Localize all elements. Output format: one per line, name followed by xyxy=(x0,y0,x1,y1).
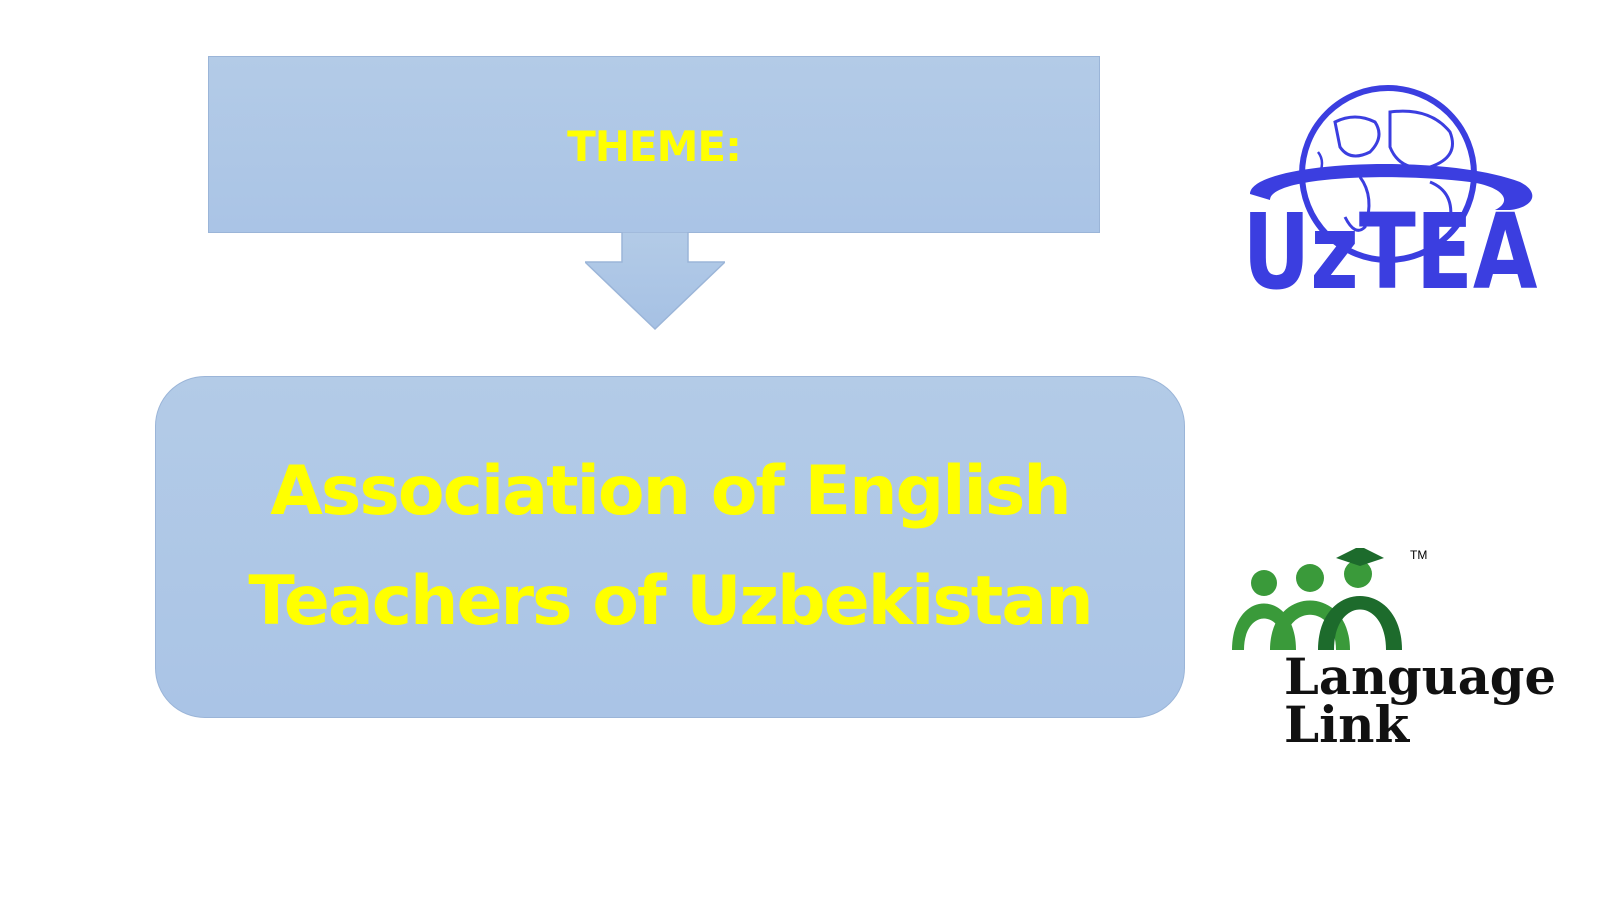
people-icon xyxy=(1232,548,1402,650)
language-link-logo: TM Language Link xyxy=(1232,548,1556,754)
down-arrow-icon xyxy=(585,232,725,331)
trademark-text: TM xyxy=(1410,548,1427,562)
language-link-line1: Language xyxy=(1284,647,1556,706)
main-box: Association of English Teachers of Uzbek… xyxy=(155,376,1185,718)
theme-label: THEME: xyxy=(567,122,742,171)
language-link-line2: Link xyxy=(1284,695,1411,754)
main-line-1: Association of English xyxy=(270,452,1071,531)
ring-icon xyxy=(1250,164,1533,210)
graduation-cap-icon xyxy=(1336,548,1384,566)
uztea-logo-text: UzTEA xyxy=(1243,191,1538,302)
main-line-2: Teachers of Uzbekistan xyxy=(248,562,1093,641)
theme-box: THEME: xyxy=(208,56,1100,233)
uztea-logo: UzTEA xyxy=(1243,85,1538,302)
